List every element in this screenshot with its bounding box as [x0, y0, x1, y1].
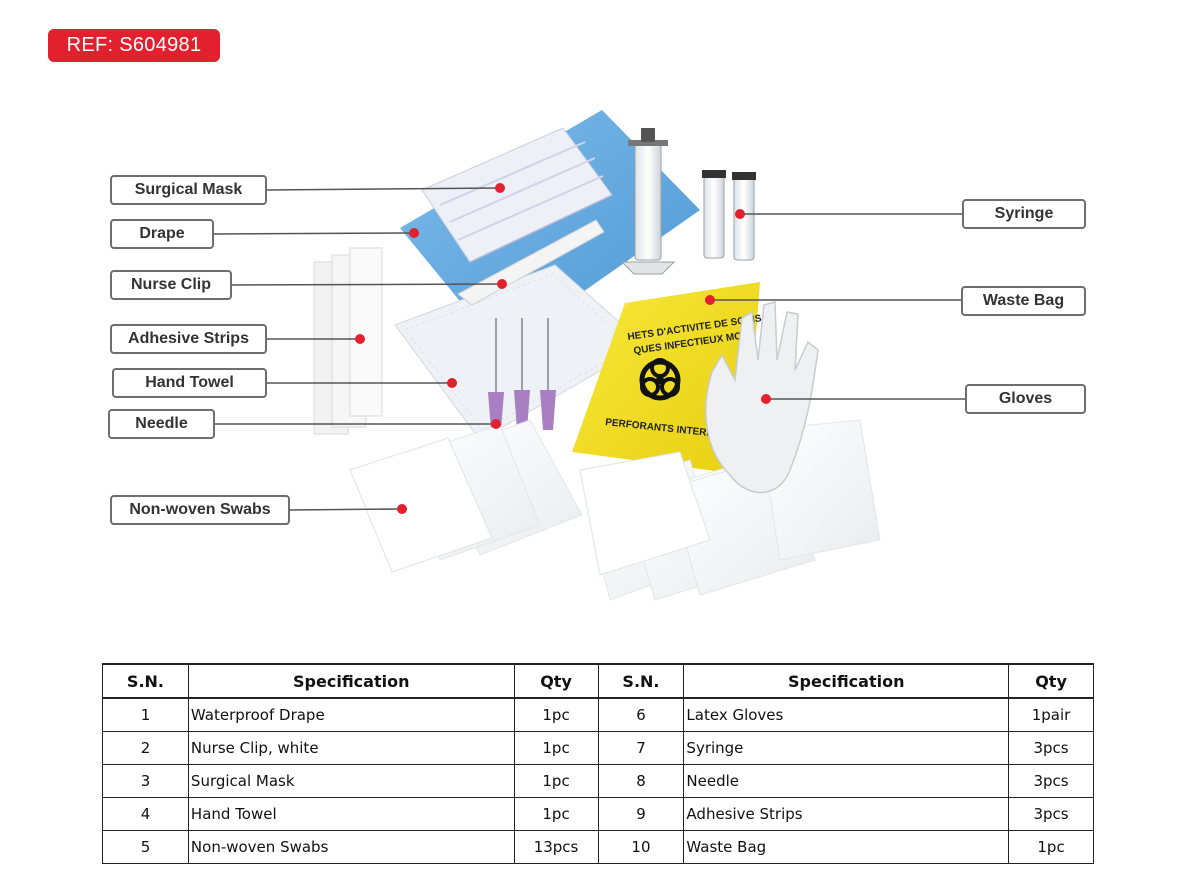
cell-qty: 1pc — [513, 731, 599, 765]
cell-spec: Nurse Clip, white — [187, 731, 515, 765]
kit-illustration: HETS D'ACTIVITE DE SOINS QUES INFECTIEUX… — [212, 110, 966, 601]
surgical-mask-shape — [421, 127, 613, 263]
cell-sn: 4 — [102, 797, 189, 831]
callout-gloves: Gloves — [965, 384, 1086, 414]
callout-dots — [355, 183, 771, 514]
cell-qty: 3pcs — [1008, 797, 1094, 831]
cell-spec: Non-woven Swabs — [187, 830, 515, 864]
cell-sn: 3 — [102, 764, 189, 798]
header-qty: Qty — [513, 663, 599, 699]
cell-spec: Adhesive Strips — [683, 797, 1010, 831]
cell-sn: 9 — [597, 797, 685, 831]
cell-sn: 10 — [597, 830, 685, 864]
syringes-shape — [620, 128, 756, 275]
cell-spec: Waterproof Drape — [187, 697, 515, 732]
cell-qty: 1pc — [513, 797, 599, 831]
header-spec: Specification — [187, 663, 515, 699]
table-row: 1 Waterproof Drape 1pc 6 Latex Gloves 1p… — [102, 697, 1094, 732]
cell-qty: 1pc — [1008, 830, 1094, 864]
table-header-row: S.N. Specification Qty S.N. Specificatio… — [102, 663, 1094, 699]
callout-drape: Drape — [110, 219, 214, 249]
cell-sn: 7 — [597, 731, 685, 765]
adhesive-strips-shape — [313, 247, 383, 435]
leader-lines — [212, 187, 966, 511]
ref-badge: REF: S604981 — [48, 29, 220, 62]
cell-qty: 13pcs — [513, 830, 599, 864]
table-row: 5 Non-woven Swabs 13pcs 10 Waste Bag 1pc — [102, 830, 1094, 864]
cell-spec: Latex Gloves — [683, 697, 1010, 732]
cell-spec: Waste Bag — [683, 830, 1010, 864]
spec-table: S.N. Specification Qty S.N. Specificatio… — [102, 663, 1094, 864]
cell-qty: 1pc — [513, 697, 599, 732]
needles-shape — [488, 318, 556, 430]
header-qty-2: Qty — [1008, 663, 1094, 699]
table-row: 3 Surgical Mask 1pc 8 Needle 3pcs — [102, 764, 1094, 798]
cell-spec: Surgical Mask — [187, 764, 515, 798]
cell-qty: 1pc — [513, 764, 599, 798]
cell-qty: 3pcs — [1008, 731, 1094, 765]
header-sn-2: S.N. — [597, 663, 685, 699]
cell-sn: 1 — [102, 697, 189, 732]
callout-waste-bag: Waste Bag — [961, 286, 1086, 316]
swabs-shape — [349, 419, 881, 601]
header-spec-2: Specification — [683, 663, 1010, 699]
callout-hand-towel: Hand Towel — [112, 368, 267, 398]
callout-needle: Needle — [108, 409, 215, 439]
cell-sn: 8 — [597, 764, 685, 798]
cell-sn: 5 — [102, 830, 189, 864]
callout-surgical-mask: Surgical Mask — [110, 175, 267, 205]
callout-syringe: Syringe — [962, 199, 1086, 229]
cell-sn: 6 — [597, 697, 685, 732]
cell-qty: 3pcs — [1008, 764, 1094, 798]
cell-qty: 1pair — [1008, 697, 1094, 732]
cell-spec: Hand Towel — [187, 797, 515, 831]
cell-spec: Syringe — [683, 731, 1010, 765]
callout-nurse-clip: Nurse Clip — [110, 270, 232, 300]
callout-adhesive-strips: Adhesive Strips — [110, 324, 267, 354]
callout-swabs: Non-woven Swabs — [110, 495, 290, 525]
header-sn: S.N. — [102, 663, 189, 699]
biohazard-icon — [639, 358, 681, 401]
table-row: 4 Hand Towel 1pc 9 Adhesive Strips 3pcs — [102, 797, 1094, 831]
table-row: 2 Nurse Clip, white 1pc 7 Syringe 3pcs — [102, 731, 1094, 765]
cell-sn: 2 — [102, 731, 189, 765]
cell-spec: Needle — [683, 764, 1010, 798]
